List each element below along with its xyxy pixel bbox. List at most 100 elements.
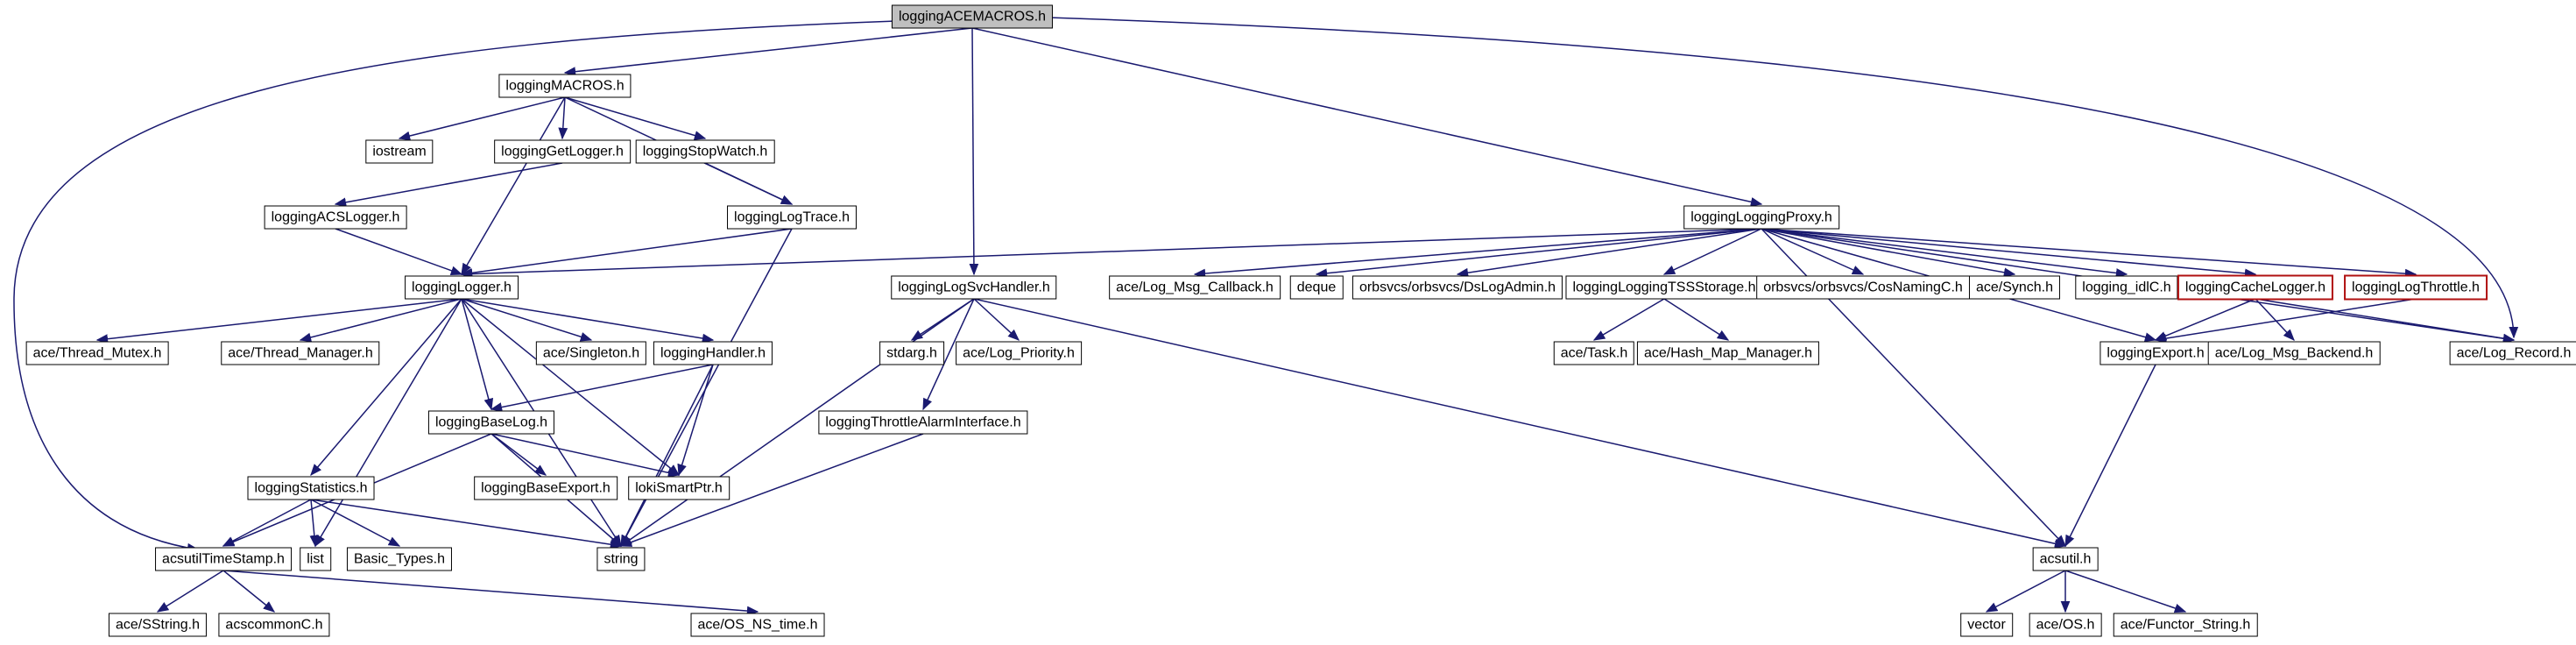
edge-loggingLogger-h-to-loggingBaseLog-h [461,298,494,411]
node-logginglogsvchandler-h[interactable]: loggingLogSvcHandler.h [891,275,1057,300]
edge-loggingLogSvcHandler-h-to-acsutil-h [973,298,2067,549]
node-deque: deque [1289,275,1344,300]
edge-loggingGetLogger-h-to-loggingACSLogger-h [334,162,563,208]
node-ace-thread-mutex-h: ace/Thread_Mutex.h [25,341,169,365]
node-ace-synch-h: ace/Synch.h [1968,275,2061,300]
edge-loggingStatistics-h-to-acsutilTimeStamp-h [222,499,312,547]
edge-loggingBaseLog-h-to-lokiSmartPtr-h [490,433,681,478]
node-ace-log-record-h: ace/Log_Record.h [2449,341,2576,365]
edge-loggingACEMACROS-h-to-loggingLoggingProxy-h [971,27,1763,207]
node-loggingexport-h[interactable]: loggingExport.h [2100,341,2212,365]
node-loggingthrottlealarminterface-h[interactable]: loggingThrottleAlarmInterface.h [818,410,1028,435]
edge-loggingLogger-h-to-lokiSmartPtr-h [461,298,681,476]
edge-loggingACEMACROS-h-to-loggingLogSvcHandler-h [969,27,979,276]
edge-loggingHandler-h-to-string [620,364,714,548]
node-logging-idlc-h[interactable]: logging_idlC.h [2075,275,2178,300]
edge-acsutil-h-to-vector [1985,570,2066,613]
edge-acsutilTimeStamp-h-to-ace-SString-h [156,570,224,613]
node-orbsvcs-orbsvcs-cosnamingc-h: orbsvcs/orbsvcs/CosNamingC.h [1756,275,1970,300]
edge-loggingStatistics-h-to-string [310,499,623,549]
edge-loggingLoggingTSSStorage-h-to-ace-Hash-Map-Manager-h [1663,298,1730,341]
edge-loggingHandler-h-to-loggingBaseLog-h [490,364,714,412]
node-loggingbaseexport-h[interactable]: loggingBaseExport.h [474,476,618,500]
edge-loggingExport-h-to-acsutil-h [2064,364,2156,548]
edge-loggingLoggingProxy-h-to-ace-Synch-h [1761,228,2016,278]
edge-loggingLogger-h-to-ace-Thread-Mutex-h [95,298,462,344]
node-ace-log-msg-callback-h: ace/Log_Msg_Callback.h [1109,275,1281,300]
edge-loggingStatistics-h-to-Basic-Types-h [310,499,401,547]
edge-loggingHandler-h-to-lokiSmartPtr-h [677,364,714,477]
edge-loggingLogger-h-to-ace-Singleton-h [461,298,593,342]
edge-loggingLogThrottle-h-to-loggingExport-h [2154,298,2417,344]
edge-loggingLogSvcHandler-h-to-string [619,298,975,547]
node-logginglogthrottle-h[interactable]: loggingLogThrottle.h [2344,274,2488,301]
node-vector: vector [1960,613,2013,637]
edge-loggingLogger-h-to-loggingHandler-h [461,298,715,344]
node-ace-os-h: ace/OS.h [2029,613,2102,637]
node-loggingstatistics-h[interactable]: loggingStatistics.h [247,476,375,500]
node-logginghandler-h[interactable]: loggingHandler.h [653,341,773,365]
node-acscommonc-h[interactable]: acscommonC.h [218,613,330,637]
node-loggingacemacros-h[interactable]: loggingACEMACROS.h [891,4,1054,29]
edge-loggingThrottleAlarmInterface-h-to-string [619,433,924,547]
node-stdarg-h: stdarg.h [879,341,944,365]
node-iostream: iostream [365,139,434,164]
node-acsutiltimestamp-h[interactable]: acsutilTimeStamp.h [155,547,292,571]
node-ace-thread-manager-h: ace/Thread_Manager.h [221,341,380,365]
edge-loggingACSLogger-h-to-loggingLogger-h [335,228,463,275]
edge-loggingBaseLog-h-to-loggingBaseExport-h [490,433,547,476]
edge-loggingLogger-h-to-loggingStatistics-h [310,298,462,477]
edge-loggingLogger-h-to-list [314,298,462,548]
edge-loggingLogSvcHandler-h-to-ace-Log-Priority-h [973,298,1020,341]
node-logginglogtrace-h[interactable]: loggingLogTrace.h [727,205,857,230]
node-ace-sstring-h: ace/SString.h [108,613,208,637]
edge-loggingStatistics-h-to-list [309,499,320,548]
edge-loggingLogSvcHandler-h-to-loggingThrottleAlarmInterface-h [922,298,975,411]
node-ace-os-ns-time-h: ace/OS_NS_time.h [690,613,825,637]
node-logginglogger-h[interactable]: loggingLogger.h [405,275,519,300]
edge-loggingCacheLogger-h-to-ace-Log-Msg-Backend-h [2255,298,2295,341]
node-acsutil-h[interactable]: acsutil.h [2032,547,2099,571]
node-ace-functor-string-h: ace/Functor_String.h [2113,613,2258,637]
node-loggingcachelogger-h[interactable]: loggingCacheLogger.h [2177,274,2334,301]
edge-loggingLoggingProxy-h-to-loggingLogger-h [460,228,1762,279]
node-orbsvcs-orbsvcs-dslogadmin-h: orbsvcs/orbsvcs/DsLogAdmin.h [1352,275,1563,300]
edge-loggingCacheLogger-h-to-loggingExport-h [2154,298,2256,341]
edge-loggingMACROS-h-to-loggingLogger-h [461,96,566,276]
edge-loggingLogger-h-to-ace-Thread-Manager-h [299,298,462,343]
node-string: string [596,547,646,571]
node-ace-log-priority-h: ace/Log_Priority.h [956,341,1082,365]
edge-loggingLoggingProxy-h-to-orbsvcs-orbsvcs-DsLogAdmin-h [1456,228,1762,278]
node-ace-hash-map-manager-h: ace/Hash_Map_Manager.h [1636,341,1820,365]
node-loggingmacros-h[interactable]: loggingMACROS.h [498,74,632,98]
node-loggingloggingtssstorage-h[interactable]: loggingLoggingTSSStorage.h [1565,275,1763,300]
node-ace-task-h: ace/Task.h [1553,341,1635,365]
edge-loggingLoggingProxy-h-to-loggingLogThrottle-h [1761,228,2417,279]
node-list: list [300,547,331,571]
node-loggingstopwatch-h[interactable]: loggingStopWatch.h [635,139,775,164]
node-ace-log-msg-backend-h: ace/Log_Msg_Backend.h [2207,341,2381,365]
edge-loggingACEMACROS-h-to-ace-Log-Record-h [1048,17,2519,339]
edge-loggingCacheLogger-h-to-ace-Log-Record-h [2255,298,2516,344]
node-logginggetlogger-h[interactable]: loggingGetLogger.h [494,139,631,164]
node-loggingloggingproxy-h[interactable]: loggingLoggingProxy.h [1683,205,1839,230]
node-lokismartptr-h[interactable]: lokiSmartPtr.h [628,476,730,500]
edge-loggingLoggingProxy-h-to-logging-idlC-h [1761,228,2128,278]
edge-loggingACEMACROS-h-to-loggingMACROS-h [563,27,973,77]
node-basic-types-h: Basic_Types.h [346,547,453,571]
edge-loggingACEMACROS-h-to-acsutilTimeStamp-h [13,20,897,553]
edge-acsutilTimeStamp-h-to-ace-OS-NS-time-h [222,570,759,616]
edge-loggingMACROS-h-to-loggingGetLogger-h [558,96,568,140]
edge-loggingLoggingProxy-h-to-deque [1315,228,1762,279]
edge-loggingMACROS-h-to-iostream [398,96,566,141]
node-loggingacslogger-h[interactable]: loggingACSLogger.h [264,205,407,230]
node-loggingbaselog-h[interactable]: loggingBaseLog.h [427,410,555,435]
edge-loggingLoggingProxy-h-to-loggingCacheLogger-h [1761,228,2257,279]
edge-acsutilTimeStamp-h-to-acscommonC-h [222,570,276,613]
edge-loggingLogTrace-h-to-loggingLogger-h [460,228,793,278]
edge-loggingStopWatch-h-to-loggingLogTrace-h [704,162,794,205]
edge-loggingLoggingProxy-h-to-loggingLoggingTSSStorage-h [1662,228,1762,275]
